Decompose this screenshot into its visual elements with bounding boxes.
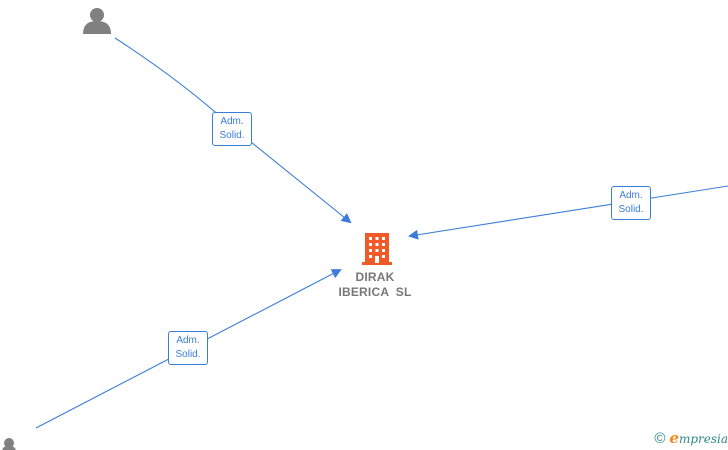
brand-logo[interactable]: © empresia [654, 429, 728, 447]
relation-label-line2: Solid. [219, 130, 245, 141]
company-name-line2: IBERICA SL [338, 285, 412, 299]
brand-wordmark-initial: e [669, 429, 679, 447]
company-name[interactable]: DIRAK IBERICA SL [320, 270, 430, 300]
company-name-line1: DIRAK [355, 270, 395, 284]
relation-label-line2: Solid. [175, 349, 201, 360]
relation-label-line1: Adm. [176, 335, 200, 346]
building-icon[interactable] [362, 233, 392, 265]
person-icon[interactable] [2, 438, 16, 450]
relation-label-top[interactable]: Adm. Solid. [212, 112, 252, 146]
edge-person-right-to-company [408, 185, 728, 240]
relation-label-line2: Solid. [618, 204, 644, 215]
person-icon[interactable] [83, 8, 111, 34]
relation-label-bottom[interactable]: Adm. Solid. [168, 331, 208, 365]
brand-wordmark-rest: mpresia [678, 432, 728, 446]
relation-label-line1: Adm. [220, 116, 244, 127]
copyright-icon: © [654, 429, 666, 447]
relation-label-right[interactable]: Adm. Solid. [611, 186, 651, 220]
relation-label-line1: Adm. [619, 190, 643, 201]
brand-wordmark: empresia [669, 429, 728, 447]
